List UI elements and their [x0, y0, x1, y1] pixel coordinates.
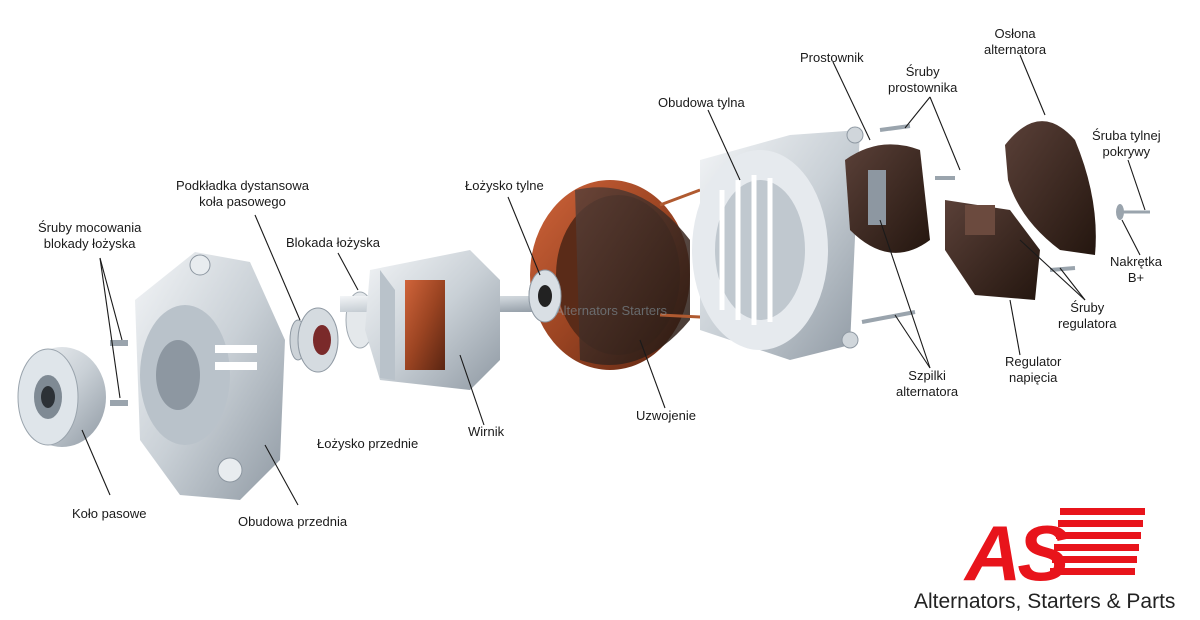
leader-kolo-pasowe [81, 429, 111, 496]
label-sruby-regulatora: Śruby regulatora [1058, 300, 1117, 331]
label-blokada: Blokada łożyska [286, 235, 380, 250]
leader-blokada [337, 252, 359, 291]
leader-lozysko-tylne [507, 196, 541, 276]
alternator-cover-part [1005, 121, 1150, 255]
rear-housing-part [692, 126, 864, 360]
leader-nakretka [1121, 219, 1141, 256]
leader-sruby-regulatora-1 [1059, 267, 1086, 301]
alternator-studs-part [861, 310, 916, 324]
label-szpilki: Szpilki alternatora [896, 368, 959, 399]
leader-regulator [1009, 299, 1021, 356]
label-lozysko-przednie: Łożysko przednie [317, 436, 419, 451]
rotor-part [340, 250, 562, 390]
logo-tagline: Alternators, Starters & Parts [914, 590, 1176, 613]
label-kolo-pasowe: Koło pasowe [72, 506, 147, 521]
leader-prostownik [832, 61, 871, 141]
label-podkladka: Podkładka dystansowa koła pasowego [176, 178, 309, 209]
leader-sruby-mocowania-2 [99, 257, 121, 399]
label-uzwojenie: Uzwojenie [636, 408, 696, 423]
leader-sruby-regulatora-2 [1019, 239, 1086, 301]
leader-obudowa-przednia [264, 444, 299, 506]
label-nakretka: Nakrętka B+ [1110, 254, 1163, 285]
label-sruba-tylnej: Śruba tylnej pokrywy [1092, 128, 1161, 159]
leader-uzwojenie [639, 339, 666, 409]
rectifier-part [845, 124, 955, 253]
label-sruby-prostownika: Śruby prostownika [888, 64, 958, 95]
leader-oslona [1019, 54, 1046, 116]
label-wirnik: Wirnik [468, 424, 505, 439]
label-regulator: Regulator napięcia [1005, 354, 1062, 385]
label-oslona: Osłona alternatora [984, 26, 1047, 57]
label-prostownik: Prostownik [800, 50, 864, 65]
pulley-part [17, 347, 106, 447]
leader-wirnik [459, 354, 485, 426]
leader-obudowa-tylna [707, 109, 741, 181]
label-lozysko-tylne: Łożysko tylne [465, 178, 544, 193]
logo-mark: AS [963, 509, 1069, 597]
front-housing-part [110, 252, 285, 500]
leader-sruby-mocowania-1 [99, 257, 123, 341]
as-logo: AS [963, 508, 1145, 597]
front-bearing-part [297, 307, 339, 373]
leader-lines [81, 54, 1146, 506]
label-obudowa-przednia: Obudowa przednia [238, 514, 348, 529]
stator-winding-part [528, 180, 721, 370]
leader-sruby-prostownika-2 [929, 96, 961, 171]
label-sruby-mocowania: Śruby mocowania blokady łożyska [38, 220, 142, 251]
watermark-text: Alternators Starters [555, 303, 667, 318]
leader-szpilki-1 [879, 219, 931, 369]
leader-szpilki-2 [894, 314, 931, 369]
leader-sruba-tylnej [1127, 159, 1146, 211]
leader-podkladka [254, 214, 301, 321]
voltage-regulator-part [945, 200, 1076, 300]
label-obudowa-tylna: Obudowa tylna [658, 95, 745, 110]
leader-sruby-prostownika-1 [904, 96, 931, 129]
